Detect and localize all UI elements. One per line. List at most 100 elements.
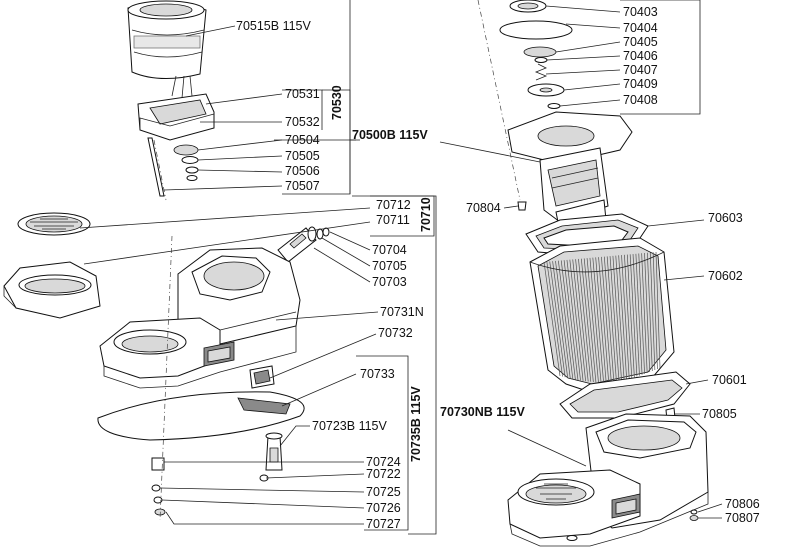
part-70807 xyxy=(689,515,699,521)
bowl-rib xyxy=(546,261,563,377)
bowl-rib xyxy=(655,251,661,369)
bowl-rib xyxy=(621,255,630,379)
label-70500B: 70500B 115V xyxy=(352,128,428,142)
bowl-rib xyxy=(589,257,602,383)
bowl-rib xyxy=(635,253,643,375)
bowl-rib xyxy=(638,253,645,374)
label-70504: 70504 xyxy=(285,133,320,147)
bowl-rib xyxy=(558,260,574,379)
part-70406 xyxy=(534,57,548,63)
label-70506: 70506 xyxy=(285,164,320,178)
bowl-rib xyxy=(552,261,569,378)
label-70722: 70722 xyxy=(366,467,401,481)
label-70730NB: 70730NB 115V xyxy=(440,405,525,419)
part-70507-rod xyxy=(147,137,165,197)
bowl-rib xyxy=(555,260,571,379)
label-70724: 70724 xyxy=(366,455,401,469)
bowl-rib xyxy=(592,257,604,383)
label-70732: 70732 xyxy=(378,326,413,340)
label-70727: 70727 xyxy=(366,517,401,531)
label-70409: 70409 xyxy=(623,77,658,91)
label-70407: 70407 xyxy=(623,63,658,77)
bowl-rib xyxy=(609,256,620,381)
part-70403-cap xyxy=(509,0,547,13)
part-70601-gasket xyxy=(559,371,691,419)
label-70406: 70406 xyxy=(623,49,658,63)
part-70711-tray xyxy=(3,261,101,319)
label-70505: 70505 xyxy=(285,149,320,163)
label-70404: 70404 xyxy=(623,21,658,35)
bowl-rib xyxy=(578,258,592,382)
bowl-rib xyxy=(543,261,561,377)
label-70726: 70726 xyxy=(366,501,401,515)
part-70724 xyxy=(151,457,165,471)
label-70403: 70403 xyxy=(623,5,658,19)
bowl-rib xyxy=(606,256,617,382)
label-70507: 70507 xyxy=(285,179,320,193)
label-70710: 70710 xyxy=(419,197,433,232)
bowl-rib xyxy=(566,259,581,381)
label-70601: 70601 xyxy=(712,373,747,387)
part-70408 xyxy=(547,103,561,109)
bowl-rib xyxy=(652,252,658,370)
bowl-rib xyxy=(595,257,607,383)
bowl-rib xyxy=(644,253,651,373)
part-70504 xyxy=(173,144,199,156)
label-70603: 70603 xyxy=(708,211,743,225)
label-70705: 70705 xyxy=(372,259,407,273)
bowl-rib xyxy=(618,255,628,380)
part-70404 xyxy=(499,20,573,40)
part-70409-hub xyxy=(539,87,553,93)
label-70602: 70602 xyxy=(708,269,743,283)
label-70711: 70711 xyxy=(376,213,410,227)
part-70515B-motor xyxy=(127,0,207,80)
bowl-rib xyxy=(649,252,656,371)
part-70723B-sensor xyxy=(265,432,283,471)
label-70532: 70532 xyxy=(285,115,320,129)
bowl-rib xyxy=(632,254,640,376)
label-70731N: 70731N xyxy=(380,305,424,319)
label-70408: 70408 xyxy=(623,93,658,107)
bowl-rib xyxy=(641,253,648,373)
bowl-rib xyxy=(583,258,597,383)
label-70515B: 70515B 115V xyxy=(236,19,311,33)
label-70735B: 70735B 115V xyxy=(409,386,423,462)
bowl-rib xyxy=(572,259,586,382)
part-70505 xyxy=(181,156,199,164)
label-70712: 70712 xyxy=(376,198,411,212)
bowl-rib xyxy=(586,258,599,383)
label-70405: 70405 xyxy=(623,35,658,49)
part-70731N-body xyxy=(99,247,301,389)
label-70805: 70805 xyxy=(702,407,737,421)
bowl-rib xyxy=(612,255,622,381)
part-70407-spring xyxy=(534,63,548,81)
label-70806: 70806 xyxy=(725,497,760,511)
bowl-rib xyxy=(626,254,635,378)
bowl-rib xyxy=(601,256,612,382)
bowl-rib xyxy=(603,256,615,382)
part-70704 xyxy=(322,227,330,237)
bowl-rib xyxy=(598,257,610,383)
label-70531: 70531 xyxy=(285,87,320,101)
label-70725: 70725 xyxy=(366,485,401,499)
part-70725 xyxy=(151,484,161,492)
bowl-rib xyxy=(624,254,633,379)
part-70602-bowl xyxy=(529,237,675,393)
part-70703-tube xyxy=(277,226,317,263)
label-70807: 70807 xyxy=(725,511,760,525)
part-70732-switch xyxy=(249,365,275,389)
label-70703: 70703 xyxy=(372,275,407,289)
label-70723B: 70723B 115V xyxy=(312,419,387,433)
bowl-rib xyxy=(569,259,584,381)
bowl-rib xyxy=(560,260,576,380)
bowl-rib xyxy=(580,258,594,383)
bowl-rib xyxy=(615,255,625,380)
bowl-rib xyxy=(563,260,579,380)
part-70506b xyxy=(186,175,198,181)
label-70704: 70704 xyxy=(372,243,407,257)
label-70804: 70804 xyxy=(466,201,501,215)
part-70705 xyxy=(316,228,324,240)
part-70712-grille xyxy=(17,212,91,236)
